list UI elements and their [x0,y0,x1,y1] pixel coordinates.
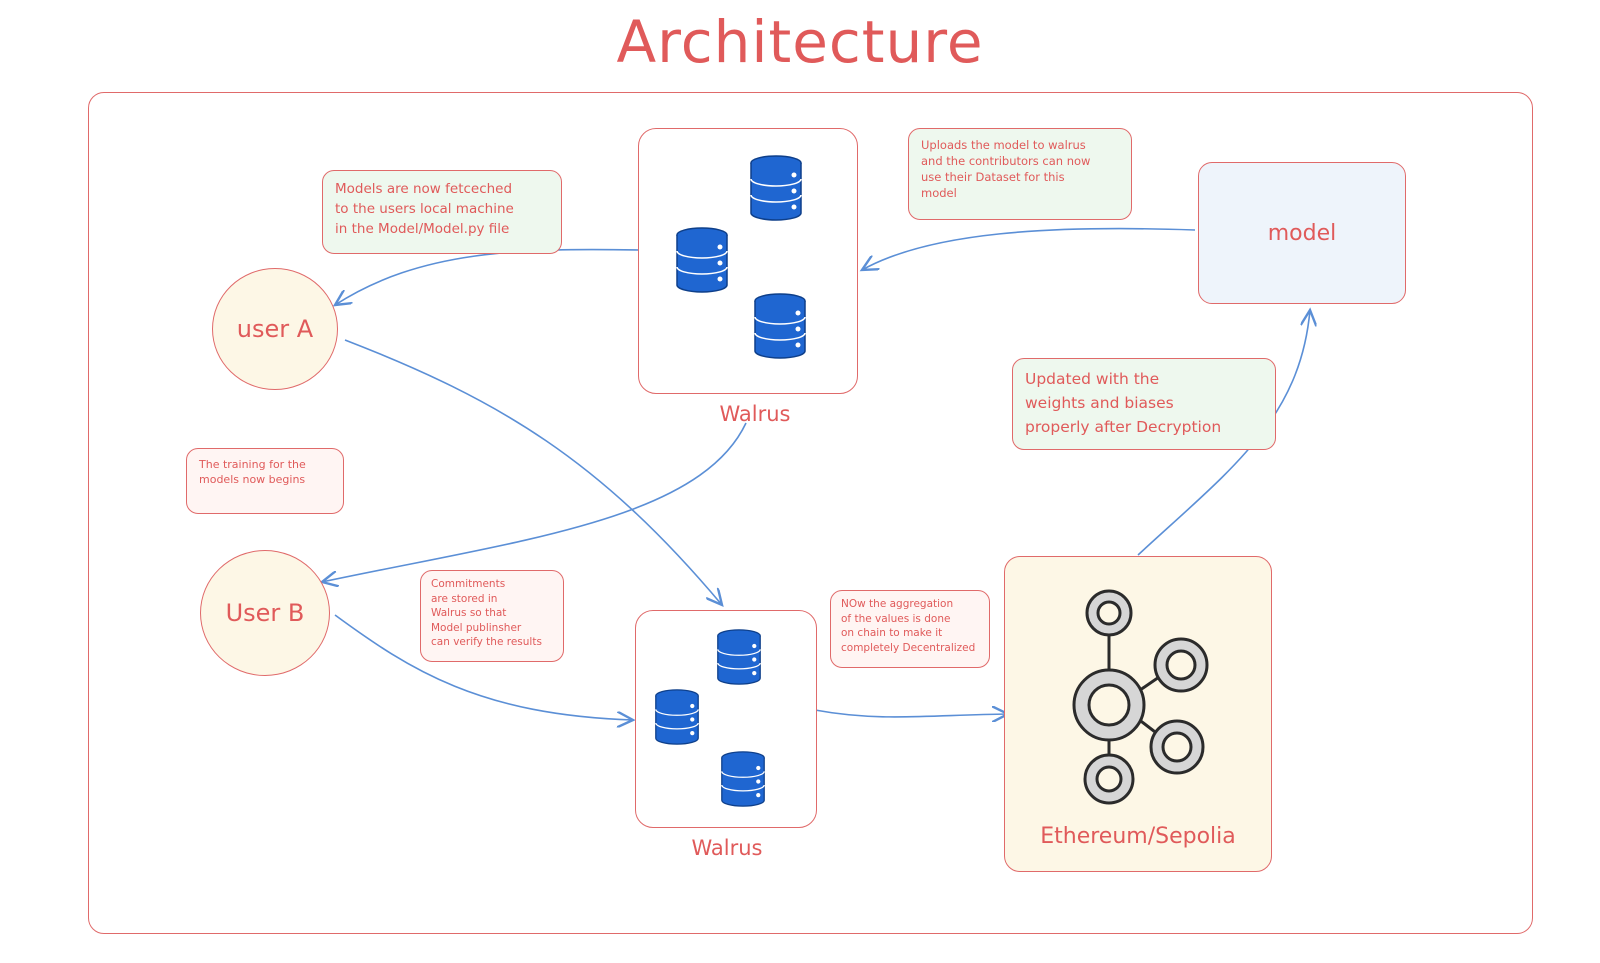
model-node: model [1198,162,1406,304]
note-commitments: Commitments are stored in Walrus so that… [420,570,564,662]
walrus-bottom-label: Walrus [691,836,763,860]
database-icon [676,227,728,293]
walrus-top-label: Walrus [719,402,791,426]
note-training-begins: The training for the models now begins [186,448,344,514]
diagram-title: Architecture [616,8,984,76]
user-a-label: user A [236,315,314,343]
walrus-top-box [638,128,858,394]
diagram-frame [88,92,1533,934]
user-b-node: User B [200,550,330,676]
database-icon [754,293,806,359]
network-graph-icon [1072,589,1209,805]
note-aggregation: NOw the aggregation of the values is don… [830,590,990,668]
user-b-label: User B [225,599,305,627]
walrus-bottom-box [635,610,817,828]
database-icon [655,689,699,745]
user-a-node: user A [212,268,338,390]
database-icon [750,155,802,221]
note-updated-weights: Updated with the weights and biases prop… [1012,358,1276,450]
ethereum-node: Ethereum/Sepolia [1004,556,1272,872]
ethereum-label: Ethereum/Sepolia [1040,824,1236,849]
database-icon [721,751,765,807]
note-models-fetched: Models are now fetceched to the users lo… [322,170,562,254]
database-icon [717,629,761,685]
model-label: model [1267,220,1337,246]
note-uploads-model: Uploads the model to walrus and the cont… [908,128,1132,220]
